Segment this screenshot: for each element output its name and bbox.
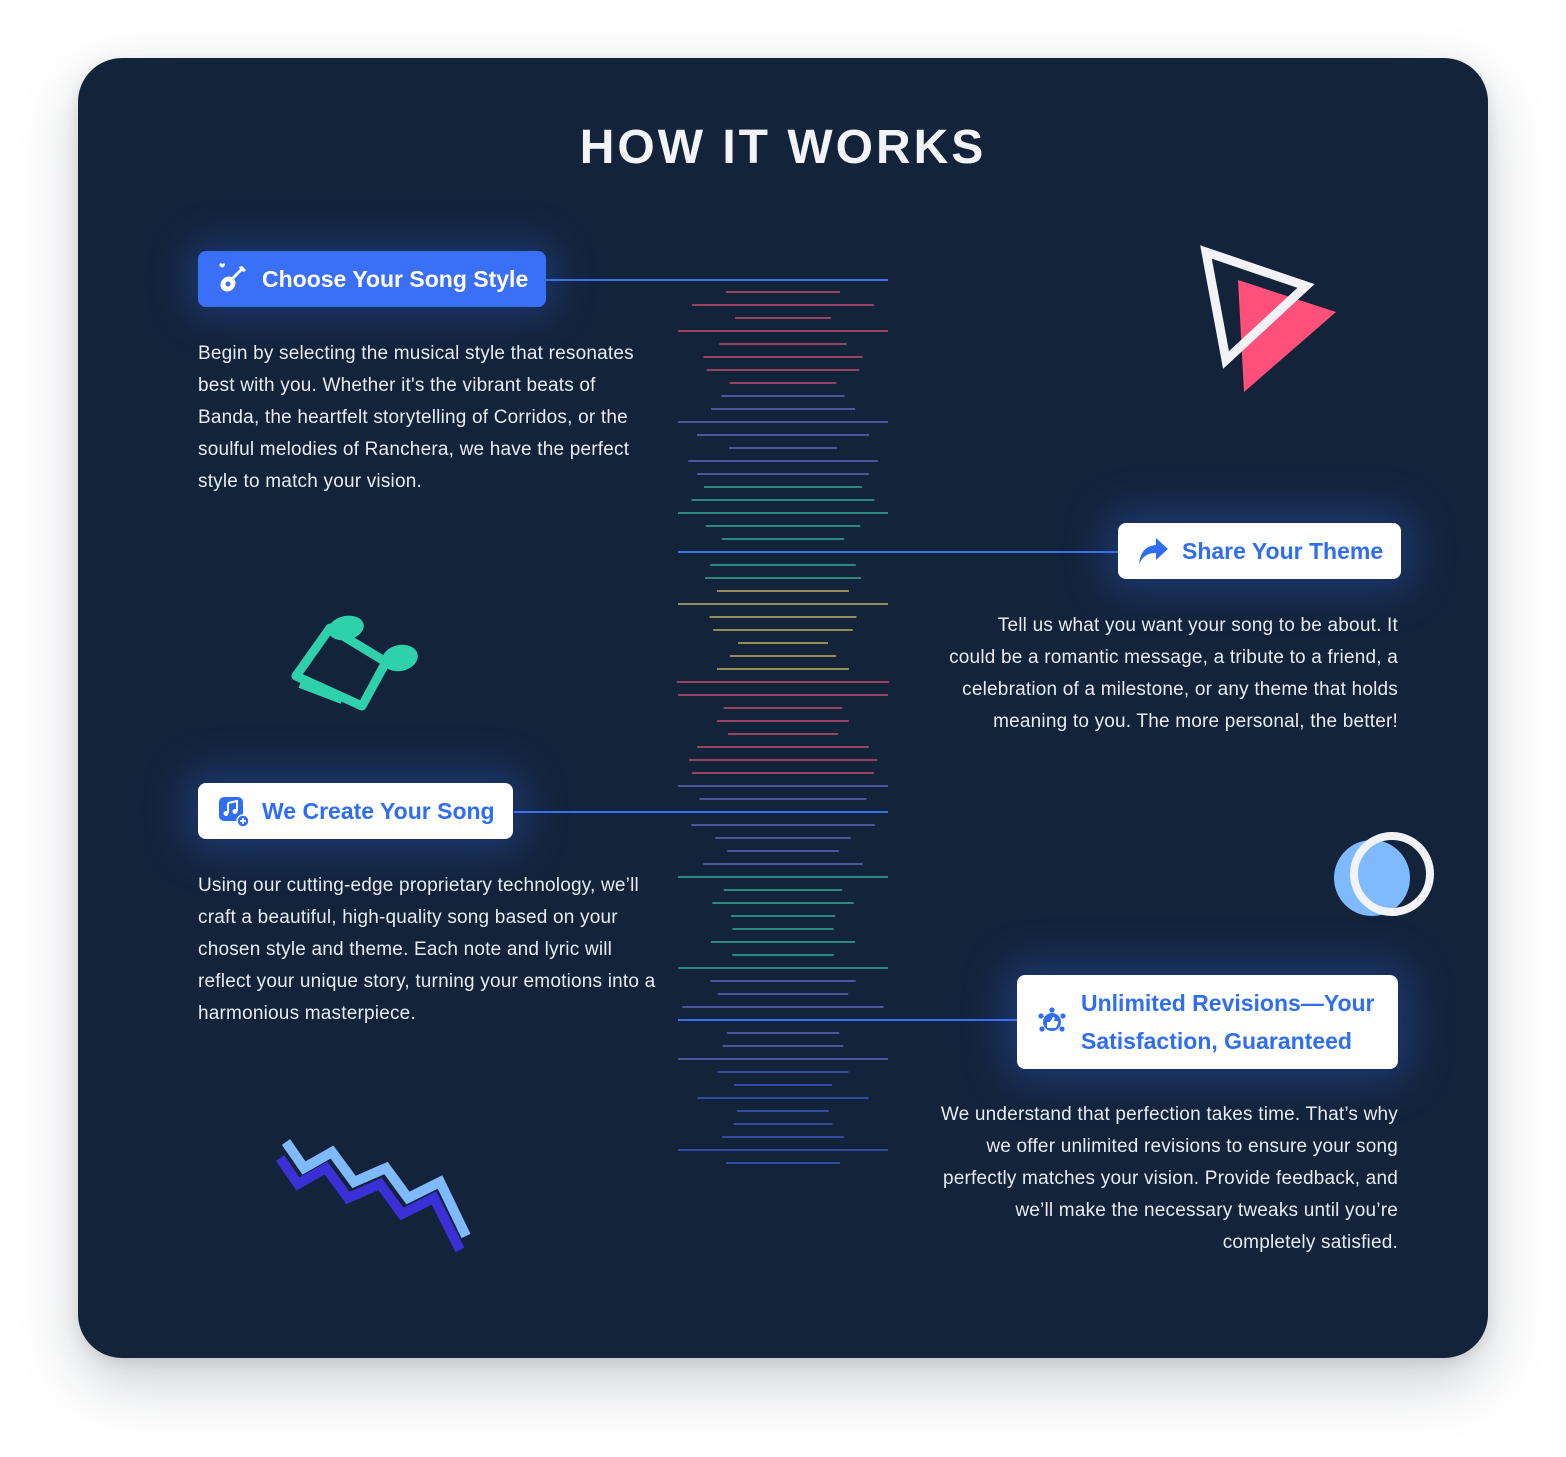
step-label-text: Share Your Theme: [1182, 537, 1384, 564]
play-triangle-icon: [1200, 245, 1336, 392]
connector-step-4: [678, 1019, 1018, 1021]
guitar-icon: [216, 262, 250, 296]
step-share-theme-description: Tell us what you want your song to be ab…: [949, 615, 1398, 732]
music-note-icon: [291, 615, 418, 711]
page-title: HOW IT WORKS: [579, 121, 987, 174]
zigzag-icon: [275, 1139, 471, 1253]
step-choose-style-label: Choose Your Song Style: [198, 251, 547, 307]
music-add-icon: [216, 794, 250, 828]
step-unlimited-revisions-label: Unlimited Revisions—Your Satisfaction, G…: [1017, 975, 1398, 1069]
step-create-song-description: Using our cutting-edge proprietary techn…: [198, 875, 656, 1024]
thumbs-up-badge-icon: [1035, 1005, 1069, 1039]
connector-step-1: [546, 279, 888, 281]
step-choose-style-description: Begin by selecting the musical style tha…: [198, 343, 634, 492]
sound-wave-lines: [676, 291, 890, 1164]
step-label-text: Choose Your Song Style: [262, 265, 529, 292]
step-label-text: We Create Your Song: [262, 797, 495, 824]
step-share-theme-label: Share Your Theme: [1118, 523, 1402, 579]
how-it-works-card: HOW IT WORKS Choose Your Song Style Begi…: [78, 58, 1488, 1358]
step-create-song-label: We Create Your Song: [198, 783, 513, 839]
share-arrow-icon: [1136, 534, 1170, 568]
double-circle-icon: [1334, 832, 1434, 916]
step-label-text: Unlimited Revisions—Your Satisfaction, G…: [1081, 990, 1375, 1054]
step-unlimited-revisions-description: We understand that perfection takes time…: [940, 1104, 1398, 1253]
connector-step-3: [514, 811, 888, 813]
connector-step-2: [678, 551, 1118, 553]
